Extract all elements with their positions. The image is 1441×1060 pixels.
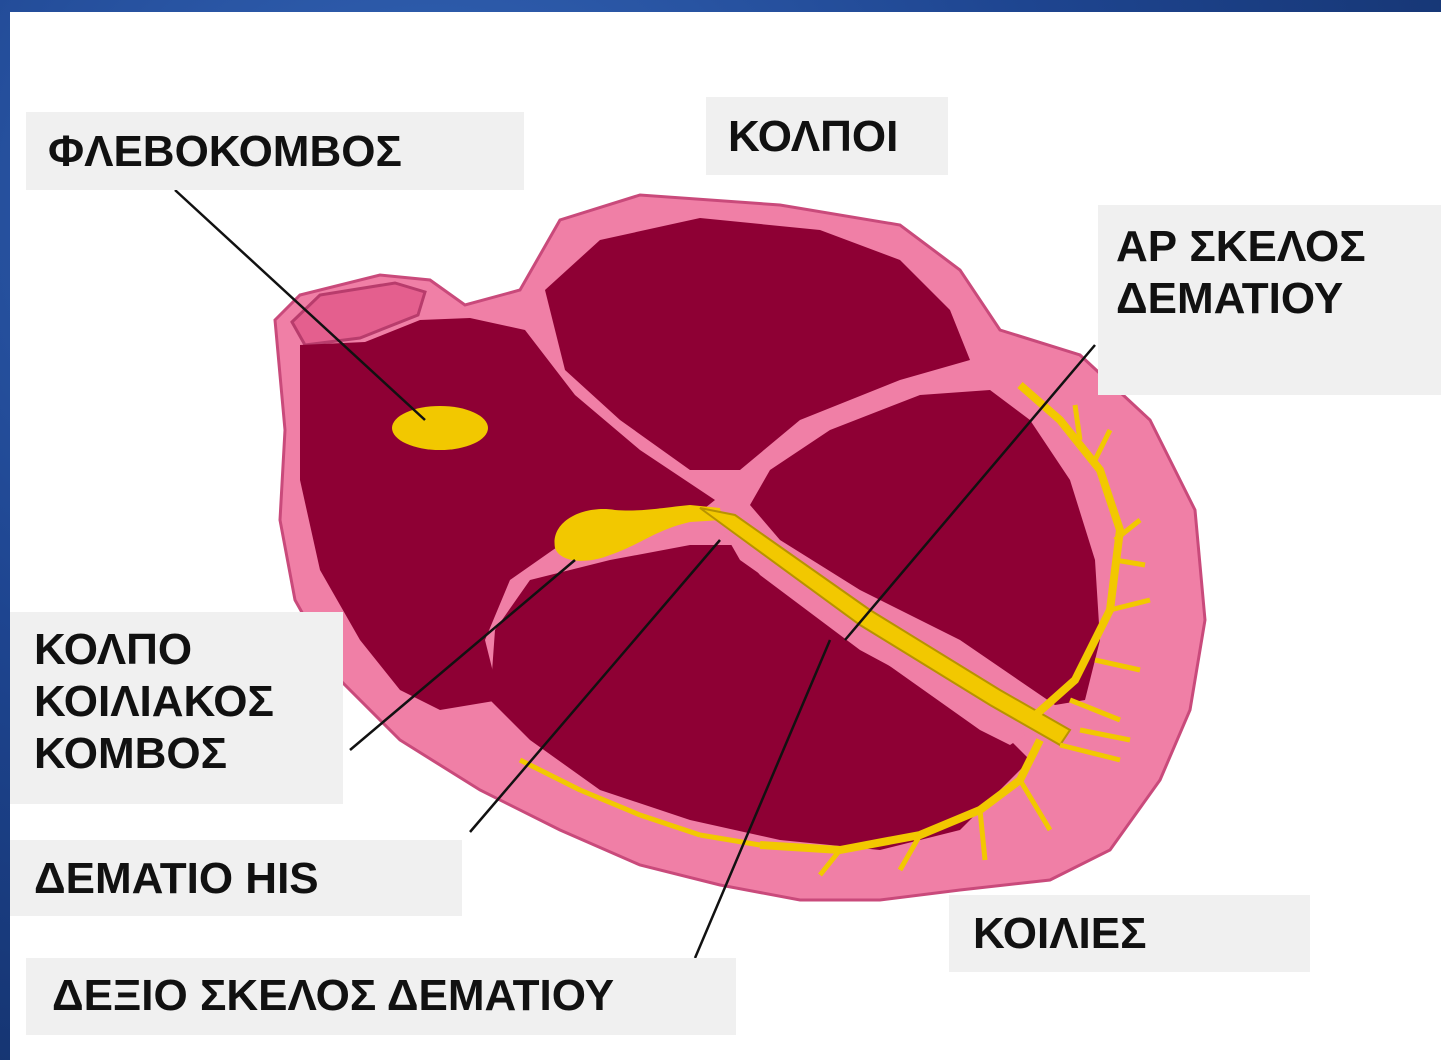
label-atria: ΚΟΛΠΟΙ (706, 97, 948, 175)
label-sa-node: ΦΛΕΒΟΚΟΜΒΟΣ (26, 112, 524, 190)
label-av-node: ΚΟΛΠΟ ΚΟΙΛΙΑΚΟΣ ΚΟΜΒΟΣ (10, 612, 343, 804)
label-left-bundle-branch: ΑΡ ΣΚΕΛΟΣ ΔΕΜΑΤΙΟΥ (1098, 205, 1441, 395)
sa-node (392, 406, 488, 450)
label-bundle-of-his: ΔΕΜΑΤΙΟ HIS (10, 840, 462, 916)
label-right-bundle-branch: ΔΕΞΙΟ ΣΚΕΛΟΣ ΔΕΜΑΤΙΟΥ (26, 958, 736, 1035)
label-ventricles: ΚΟΙΛΙΕΣ (949, 895, 1310, 972)
